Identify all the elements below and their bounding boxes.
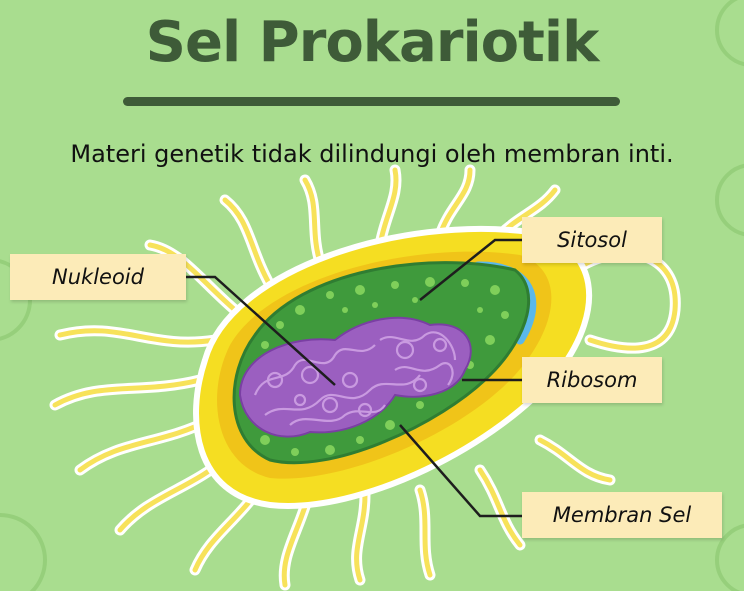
nucleoid [238, 316, 472, 438]
label-nukleoid: Nukleoid [10, 254, 186, 300]
leader-membran [399, 424, 522, 518]
label-sitosol: Sitosol [522, 217, 662, 263]
leader-lines [186, 238, 522, 518]
subtitle: Materi genetik tidak dilindungi oleh mem… [70, 140, 674, 168]
label-membran-sel: Membran Sel [522, 492, 722, 538]
title-underline [123, 97, 620, 106]
label-ribosom: Ribosom [522, 357, 662, 403]
leader-sitosol [419, 238, 522, 301]
leader-nukleoid [186, 275, 336, 386]
page-title: Sel Prokariotik [145, 10, 600, 75]
